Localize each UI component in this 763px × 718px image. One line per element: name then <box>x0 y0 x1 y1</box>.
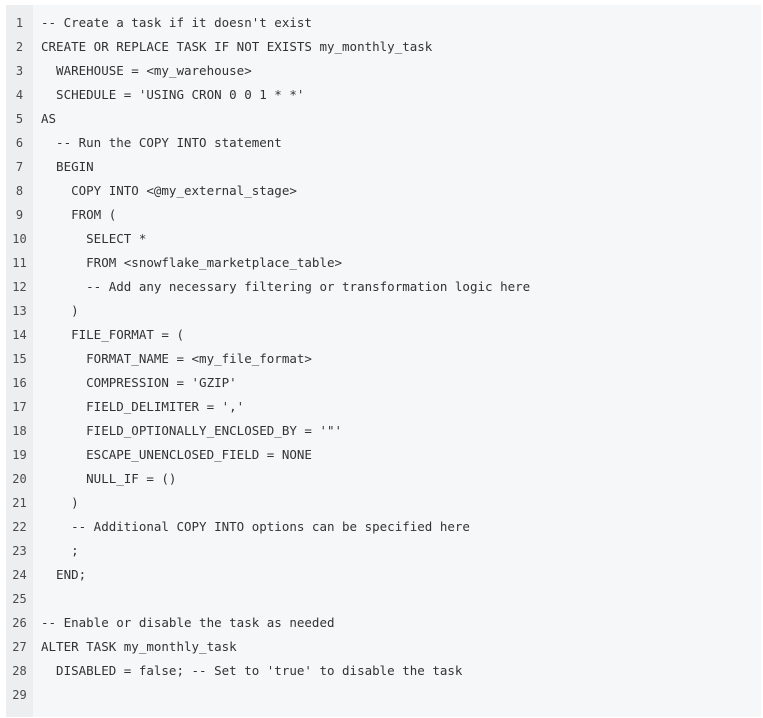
line-number: 12 <box>12 280 27 294</box>
line-number: 19 <box>12 448 27 462</box>
line-number: 29 <box>12 688 27 702</box>
line-number: 24 <box>12 568 27 582</box>
code-line: 23 ; <box>6 539 761 563</box>
code-line: 17 FIELD_DELIMITER = ',' <box>6 395 761 419</box>
code-line: 21 ) <box>6 491 761 515</box>
code-line: 29 <box>6 683 761 707</box>
code-text: SELECT * <box>41 231 147 246</box>
line-number: 8 <box>15 184 24 198</box>
line-number: 5 <box>15 112 24 126</box>
code-line: 11 FROM <snowflake_marketplace_table> <box>6 251 761 275</box>
code-text: FILE_FORMAT = ( <box>41 327 184 342</box>
line-number: 7 <box>15 160 24 174</box>
line-number: 20 <box>12 472 27 486</box>
code-text: FORMAT_NAME = <my_file_format> <box>41 351 312 366</box>
line-number: 22 <box>12 520 27 534</box>
code-text: FROM <snowflake_marketplace_table> <box>41 255 343 270</box>
code-line: 24 END; <box>6 563 761 587</box>
code-line: 13 ) <box>6 299 761 323</box>
code-text: END; <box>41 567 87 582</box>
code-line: 9 FROM ( <box>6 203 761 227</box>
line-number: 1 <box>15 16 24 30</box>
code-text: -- Add any necessary filtering or transf… <box>41 279 531 294</box>
code-text: -- Additional COPY INTO options can be s… <box>41 519 470 534</box>
line-number: 26 <box>12 616 27 630</box>
code-text: AS <box>41 111 57 126</box>
code-line: 19 ESCAPE_UNENCLOSED_FIELD = NONE <box>6 443 761 467</box>
code-line: 1 -- Create a task if it doesn't exist <box>6 11 761 35</box>
code-line: 14 FILE_FORMAT = ( <box>6 323 761 347</box>
line-number: 11 <box>12 256 27 270</box>
code-text: NULL_IF = () <box>41 471 177 486</box>
line-number: 2 <box>15 40 24 54</box>
code-line: 10 SELECT * <box>6 227 761 251</box>
line-number: 27 <box>12 640 27 654</box>
code-lines: 1 -- Create a task if it doesn't exist 2 CR… <box>6 11 761 707</box>
code-text: SCHEDULE = 'USING CRON 0 0 1 * *' <box>41 87 305 102</box>
line-number: 25 <box>12 592 27 606</box>
code-text: COMPRESSION = 'GZIP' <box>41 375 237 390</box>
line-number: 15 <box>12 352 27 366</box>
code-line: 12 -- Add any necessary filtering or tra… <box>6 275 761 299</box>
line-number: 4 <box>15 88 24 102</box>
code-line: 16 COMPRESSION = 'GZIP' <box>6 371 761 395</box>
code-line: 22 -- Additional COPY INTO options can b… <box>6 515 761 539</box>
line-number: 6 <box>15 136 24 150</box>
code-text: FROM ( <box>41 207 117 222</box>
line-number: 23 <box>12 544 27 558</box>
line-number: 3 <box>15 64 24 78</box>
code-line: 5 AS <box>6 107 761 131</box>
code-text: FIELD_OPTIONALLY_ENCLOSED_BY = '"' <box>41 423 343 438</box>
code-line: 3 WAREHOUSE = <my_warehouse> <box>6 59 761 83</box>
line-number: 18 <box>12 424 27 438</box>
code-text: -- Create a task if it doesn't exist <box>41 15 312 30</box>
code-line: 6 -- Run the COPY INTO statement <box>6 131 761 155</box>
code-block[interactable]: 1 -- Create a task if it doesn't exist 2 CR… <box>6 5 761 717</box>
code-line: 20 NULL_IF = () <box>6 467 761 491</box>
line-number: 28 <box>12 664 27 678</box>
code-line: 27 ALTER TASK my_monthly_task <box>6 635 761 659</box>
code-line: 15 FORMAT_NAME = <my_file_format> <box>6 347 761 371</box>
code-line: 8 COPY INTO <@my_external_stage> <box>6 179 761 203</box>
code-line: 7 BEGIN <box>6 155 761 179</box>
line-number: 14 <box>12 328 27 342</box>
code-text: ) <box>41 495 79 510</box>
code-text: BEGIN <box>41 159 94 174</box>
code-line: 26 -- Enable or disable the task as neede… <box>6 611 761 635</box>
code-text <box>33 683 41 707</box>
line-number: 17 <box>12 400 27 414</box>
code-text: WAREHOUSE = <my_warehouse> <box>41 63 252 78</box>
code-text: ALTER TASK my_monthly_task <box>41 639 237 654</box>
code-line: 28 DISABLED = false; -- Set to 'true' to… <box>6 659 761 683</box>
code-line: 4 SCHEDULE = 'USING CRON 0 0 1 * *' <box>6 83 761 107</box>
code-text: FIELD_DELIMITER = ',' <box>41 399 245 414</box>
line-number: 10 <box>12 232 27 246</box>
code-line: 25 <box>6 587 761 611</box>
code-line: 18 FIELD_OPTIONALLY_ENCLOSED_BY = '"' <box>6 419 761 443</box>
line-number: 21 <box>12 496 27 510</box>
code-text: -- Run the COPY INTO statement <box>41 135 282 150</box>
code-text <box>33 587 41 611</box>
code-text: CREATE OR REPLACE TASK IF NOT EXISTS my_… <box>41 39 433 54</box>
code-line: 2 CREATE OR REPLACE TASK IF NOT EXISTS my… <box>6 35 761 59</box>
line-number-gutter <box>6 5 33 717</box>
code-text: -- Enable or disable the task as needed <box>41 615 335 630</box>
line-number: 16 <box>12 376 27 390</box>
code-text: COPY INTO <@my_external_stage> <box>41 183 297 198</box>
code-text: ) <box>41 303 79 318</box>
line-number: 9 <box>15 208 24 222</box>
line-number: 13 <box>12 304 27 318</box>
code-text: DISABLED = false; -- Set to 'true' to di… <box>41 663 463 678</box>
code-text: ESCAPE_UNENCLOSED_FIELD = NONE <box>41 447 312 462</box>
code-text: ; <box>41 543 79 558</box>
